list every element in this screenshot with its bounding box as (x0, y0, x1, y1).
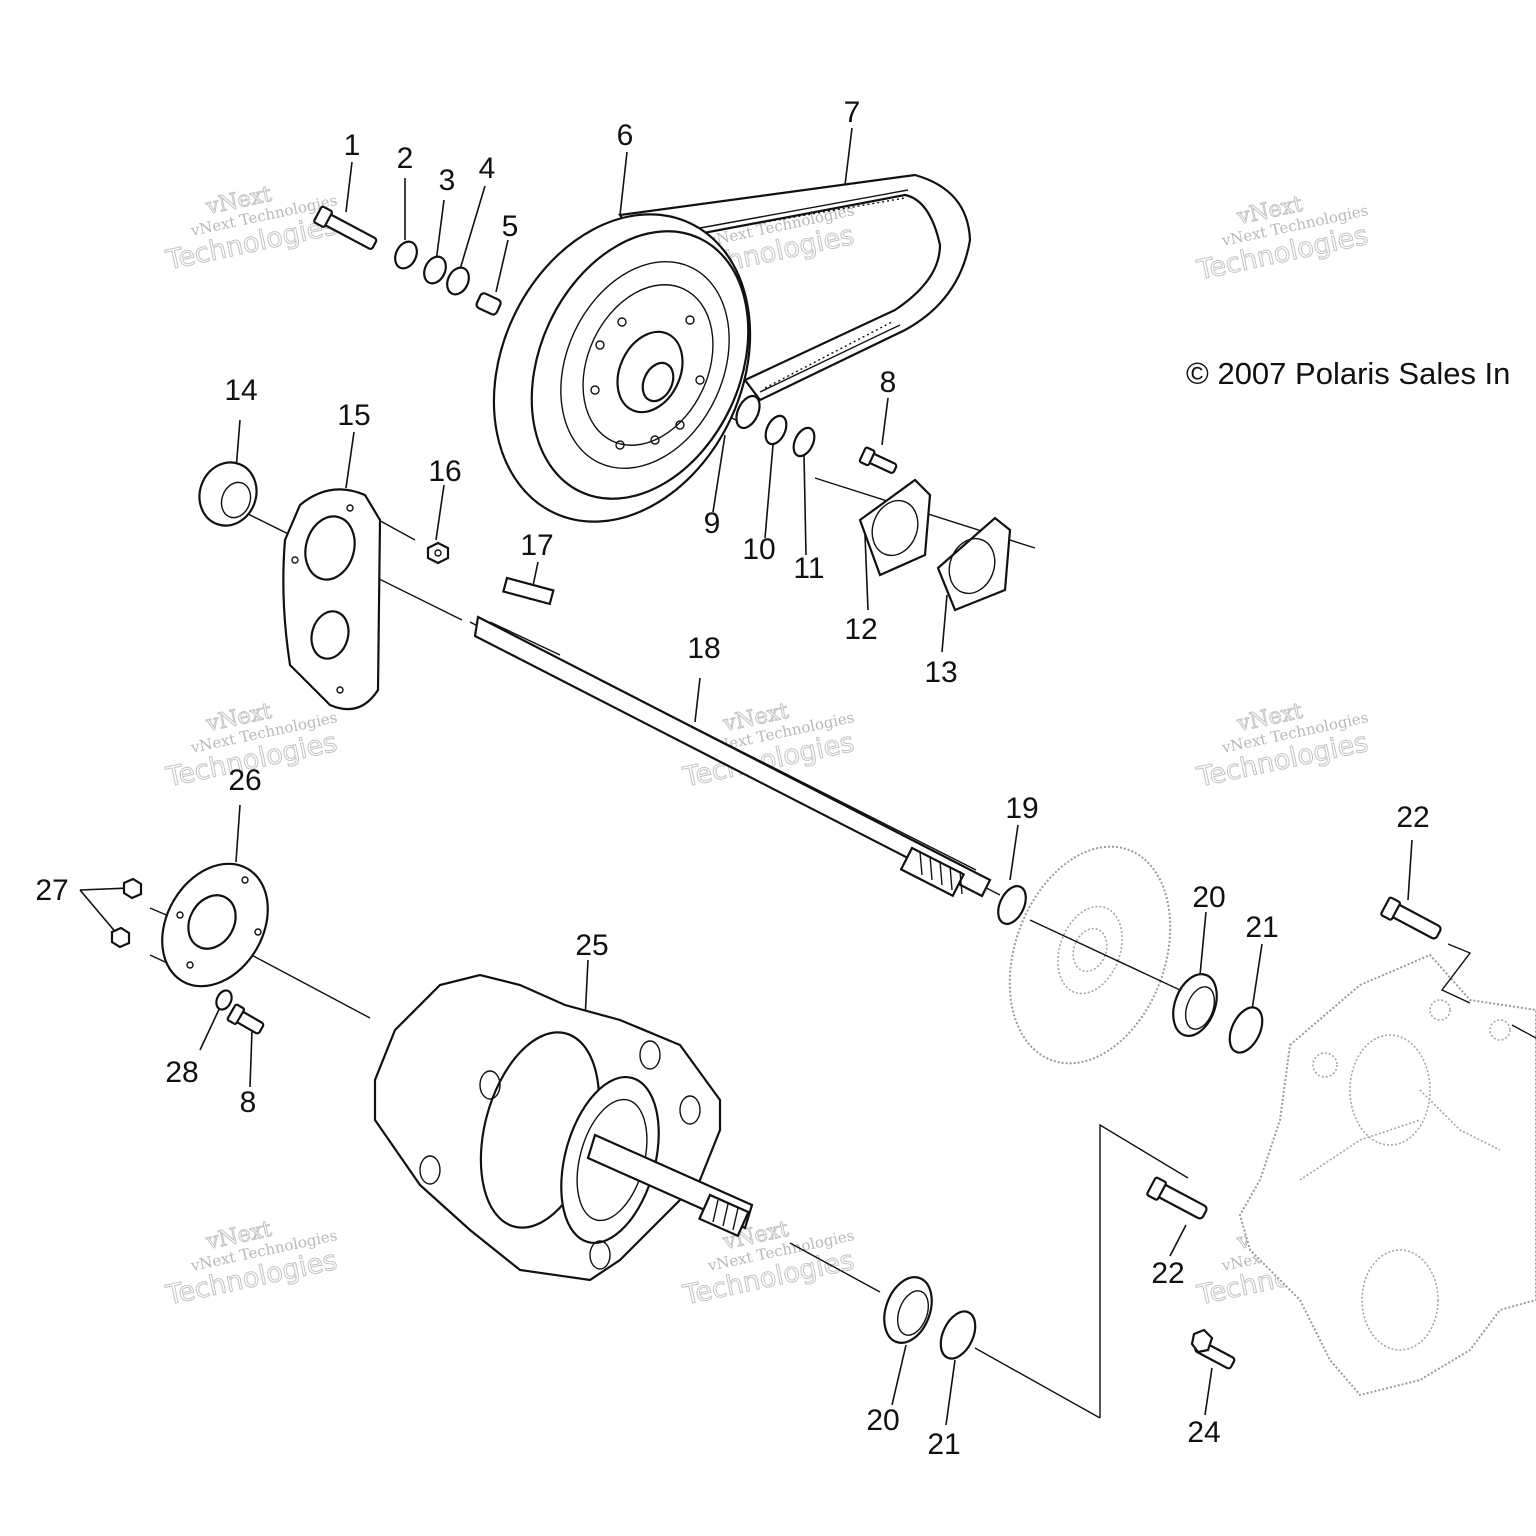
callout-8-lower: 8 (240, 1086, 257, 1119)
callout-26: 26 (228, 764, 261, 797)
drive-belt (618, 173, 972, 402)
callout-8-top: 8 (880, 366, 897, 399)
brake-disc-ghost (1008, 845, 1172, 1065)
callout-6: 6 (617, 119, 634, 152)
chaincase-housing-ghost (1238, 953, 1536, 1397)
callout-labels: 1 2 3 4 5 6 7 8 9 10 11 12 13 14 15 16 1… (35, 96, 1429, 1461)
spacer-5 (475, 292, 502, 316)
watermark: vNext vNext Technologies Technologies (1193, 698, 1371, 794)
callout-22-upper: 22 (1396, 801, 1429, 834)
watermark-group: vNext vNext Technologies Technologies vN… (162, 181, 1371, 1312)
callout-25: 25 (575, 929, 608, 962)
nut-16 (426, 541, 450, 565)
callout-19: 19 (1005, 792, 1038, 825)
callout-4: 4 (479, 152, 496, 185)
bearing-14 (198, 461, 258, 527)
bolt-24 (1190, 1328, 1236, 1370)
driven-clutch (492, 213, 752, 523)
watermark: vNext vNext Technologies Technologies (162, 1216, 340, 1312)
flange-12 (858, 478, 932, 577)
callout-22-lower: 22 (1151, 1257, 1184, 1290)
watermark: vNext vNext Technologies Technologies (1193, 191, 1371, 287)
callout-16: 16 (428, 455, 461, 488)
callout-28: 28 (165, 1056, 198, 1089)
washer-2 (394, 240, 418, 270)
callout-21-lower: 21 (927, 1428, 960, 1461)
bolt-22-lower (1146, 1176, 1208, 1220)
callout-11: 11 (793, 552, 824, 585)
flange-13 (936, 516, 1012, 612)
snap-ring-21-lower (939, 1310, 977, 1360)
washer-4 (446, 266, 470, 296)
washer-9 (735, 394, 761, 430)
washer-10 (764, 414, 788, 446)
callout-2: 2 (397, 142, 414, 175)
callout-13: 13 (924, 656, 957, 689)
callout-9: 9 (704, 507, 721, 540)
callout-27: 27 (35, 874, 68, 907)
callout-18: 18 (687, 632, 720, 665)
copyright-notice: © 2007 Polaris Sales In (1186, 356, 1510, 391)
nut-27-lower (110, 926, 131, 949)
drive-sprocket-assembly-25 (373, 973, 754, 1282)
bolt-8-top (858, 446, 898, 474)
callout-15: 15 (337, 399, 370, 432)
washer-11 (792, 426, 816, 458)
bearing-plate-26 (161, 862, 269, 988)
callout-3: 3 (439, 164, 456, 197)
bolt-22-upper (1380, 896, 1442, 940)
callout-7: 7 (844, 96, 861, 129)
callout-5: 5 (502, 210, 519, 243)
bearing-20-upper (1172, 973, 1218, 1037)
washer-28 (215, 989, 233, 1011)
snap-ring-21-upper (1228, 1006, 1264, 1054)
jackshaft-18 (473, 615, 992, 898)
callout-10: 10 (742, 533, 775, 566)
bearing-plate-15 (282, 488, 382, 711)
callout-14: 14 (224, 374, 257, 407)
washer-3 (423, 255, 447, 285)
callout-12: 12 (844, 613, 877, 646)
callout-20-lower: 20 (866, 1404, 899, 1437)
bolt-1 (313, 205, 378, 250)
callout-24: 24 (1187, 1416, 1220, 1449)
callout-21-upper: 21 (1245, 911, 1278, 944)
nut-27-upper (122, 877, 143, 900)
callout-20-upper: 20 (1192, 881, 1225, 914)
callout-1: 1 (344, 129, 361, 162)
bearing-20-lower (883, 1276, 933, 1344)
callout-17: 17 (520, 529, 553, 562)
bolt-8-lower (226, 1003, 265, 1035)
snap-ring-19 (997, 885, 1027, 925)
key-17 (502, 576, 555, 606)
